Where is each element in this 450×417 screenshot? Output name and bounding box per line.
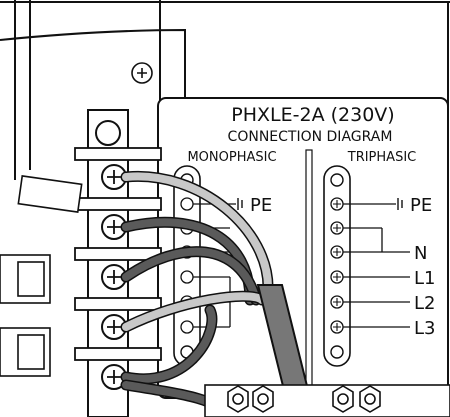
tri-pe-label: PE — [410, 195, 432, 216]
mount-hole-icon — [330, 345, 344, 359]
model-title: PHXLE-2A (230V) — [231, 104, 394, 126]
hex-bolt-icon — [252, 385, 274, 413]
monophasic-label: MONOPHASIC — [187, 150, 276, 165]
mount-hole-icon — [95, 120, 121, 146]
panel-divider — [305, 149, 313, 401]
hex-bolt-icon — [227, 385, 249, 413]
terminal-screw-icon — [180, 270, 194, 284]
wiring — [120, 170, 274, 417]
main-terminal-block — [74, 109, 162, 417]
hex-bolt-row — [204, 384, 450, 417]
housing-curve — [0, 28, 186, 125]
tri-l3-label: L3 — [414, 318, 435, 339]
triphasic-label: TRIPHASIC — [347, 150, 416, 165]
ground-symbol-icon — [237, 198, 243, 210]
ground-symbol-icon — [397, 198, 403, 210]
hex-bolt-icon — [332, 385, 354, 413]
tri-n-label: N — [414, 243, 427, 264]
diagram-subtitle: CONNECTION DIAGRAM — [228, 129, 393, 145]
hex-bolt-icon — [359, 385, 381, 413]
side-connector — [0, 175, 83, 377]
mount-hole-icon — [330, 173, 344, 187]
tri-l2-label: L2 — [414, 293, 435, 314]
terminal-screw-icon — [180, 197, 194, 211]
tri-l1-label: L1 — [414, 268, 435, 289]
screw-icon — [131, 62, 153, 84]
mono-pe-label: PE — [250, 195, 272, 216]
terminal-screw-icon — [180, 320, 194, 334]
triphasic-terminal-strip: PE N L1 L2 L3 — [323, 165, 435, 367]
